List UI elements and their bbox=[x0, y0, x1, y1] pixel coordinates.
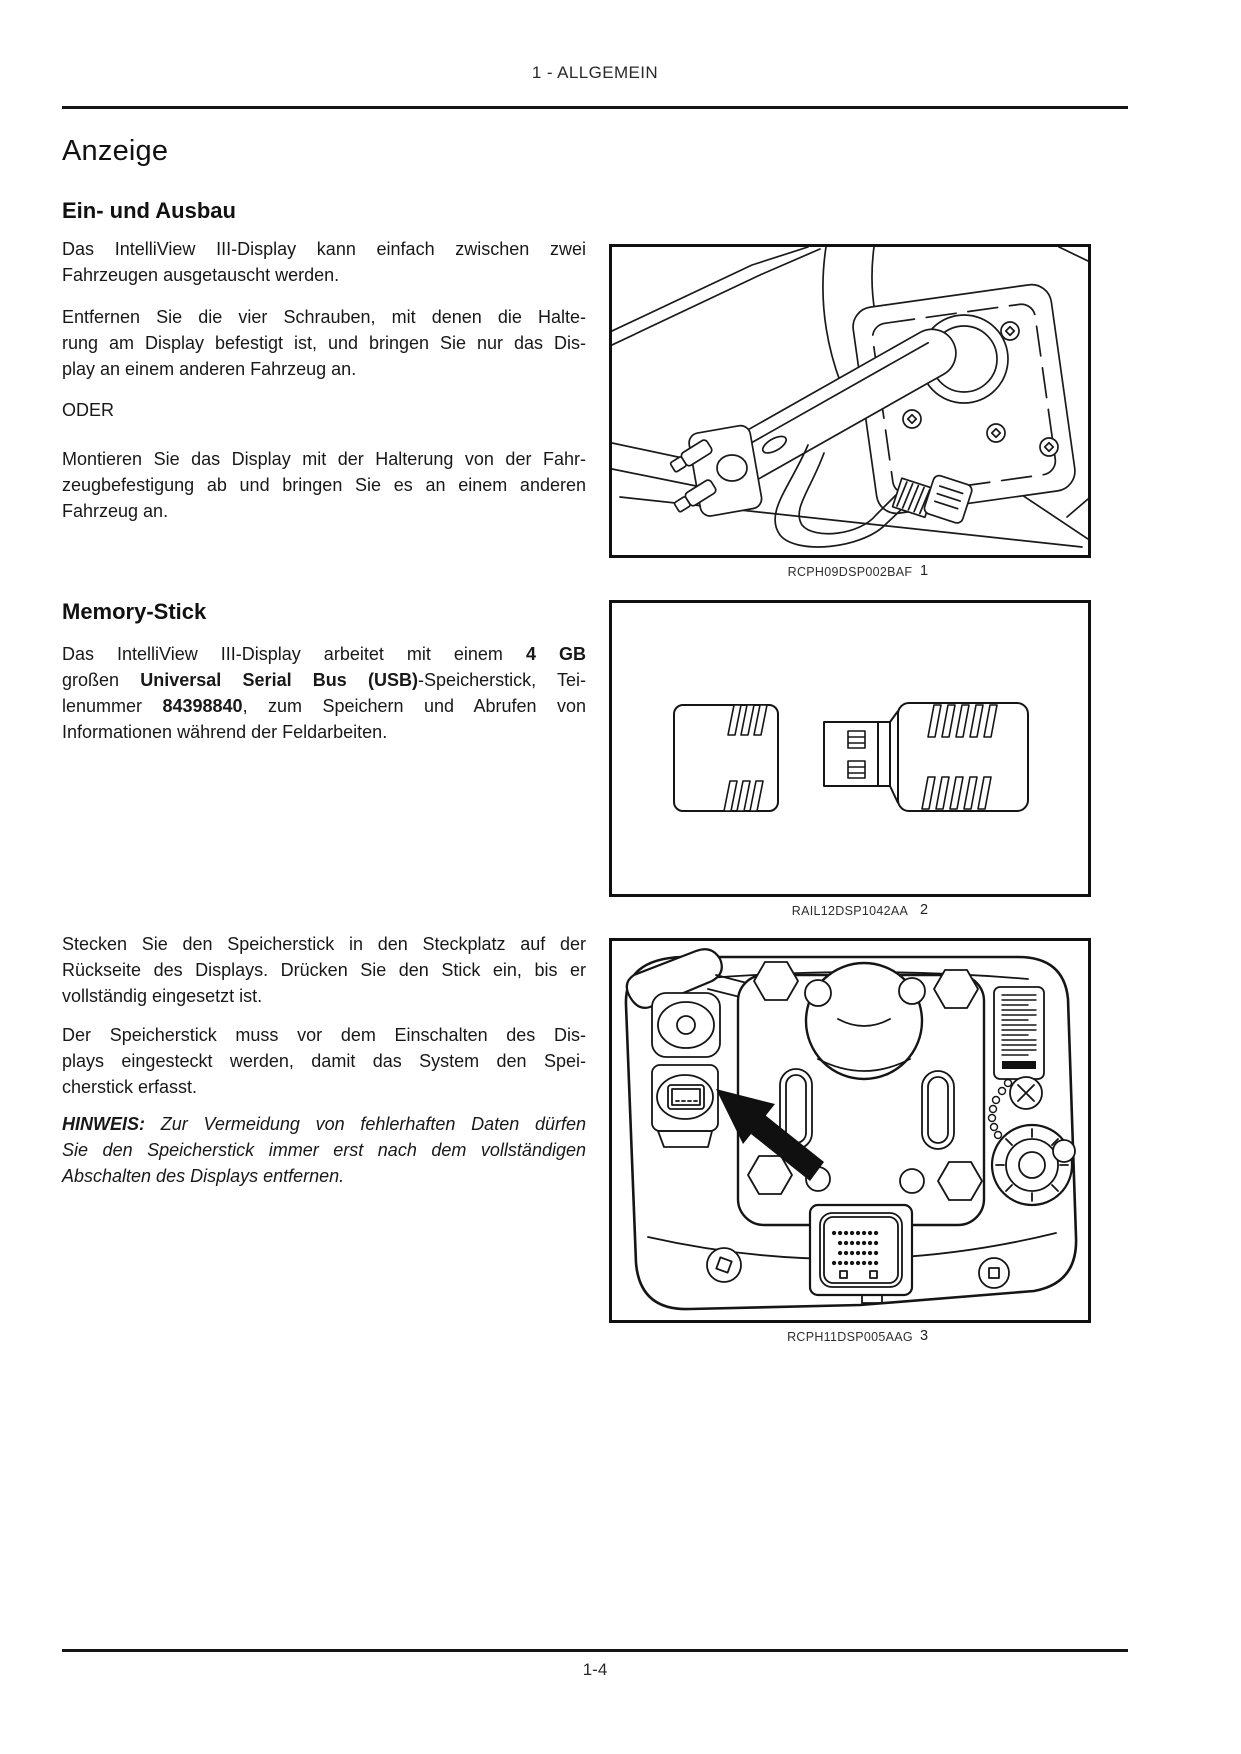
figure-2-caption: RAIL12DSP1042AA 2 bbox=[609, 902, 1091, 918]
figure-caption-code: RCPH11DSP005AAG bbox=[787, 1330, 913, 1344]
figure-3-frame bbox=[609, 938, 1091, 1323]
paragraph: Entfernen Sie die vier Schrauben, mit de… bbox=[62, 307, 586, 379]
note-paragraph: HINWEIS: Zur Vermeidung von fehlerhaften… bbox=[62, 1114, 586, 1186]
speaker-housing bbox=[651, 992, 721, 1058]
page-number: 1-4 bbox=[582, 1660, 608, 1679]
page-title: Anzeige bbox=[62, 135, 169, 167]
housing-screws bbox=[706, 1247, 1010, 1289]
main-harness-connector bbox=[808, 1203, 914, 1304]
barcode-label bbox=[993, 986, 1045, 1080]
figure-caption-code: RAIL12DSP1042AA bbox=[791, 904, 909, 918]
header-rule bbox=[62, 106, 1128, 109]
paragraph: Das IntelliView III-Display kann einfach… bbox=[62, 239, 586, 285]
page-header: 1 - ALLGEMEIN bbox=[531, 63, 659, 82]
figure-3-caption: RCPH11DSP005AAG 3 bbox=[609, 1328, 1091, 1344]
display-rear-usb-slot-illustration bbox=[624, 948, 1078, 1311]
figure-caption-number: 1 bbox=[920, 563, 929, 579]
figure-1-caption: RCPH09DSP002BAF 1 bbox=[609, 563, 1091, 579]
usb-memory-stick-illustration bbox=[673, 702, 1029, 812]
antenna-connector bbox=[990, 1123, 1076, 1207]
section-heading-memory-stick: Memory-Stick bbox=[62, 599, 207, 624]
paragraph: Montieren Sie das Display mit der Halter… bbox=[62, 449, 586, 521]
figure-caption-number: 3 bbox=[920, 1328, 929, 1344]
section-heading-ein-und-ausbau: Ein- und Ausbau bbox=[62, 198, 236, 223]
usb-slot-arrow-icon bbox=[716, 1089, 775, 1144]
figure-caption-code: RCPH09DSP002BAF bbox=[787, 565, 913, 579]
display-mount-illustration bbox=[612, 247, 1088, 548]
mount-bolts bbox=[747, 961, 983, 1201]
figure-2-frame bbox=[609, 600, 1091, 897]
usb-slot bbox=[651, 1064, 719, 1148]
mount-lever bbox=[625, 948, 723, 1009]
figure-1-frame bbox=[609, 244, 1091, 558]
figure-caption-number: 2 bbox=[920, 902, 929, 918]
plate-screws bbox=[902, 321, 1059, 457]
body-grip-ridges bbox=[921, 704, 998, 810]
paragraph: Stecken Sie den Speicherstick in den Ste… bbox=[62, 934, 586, 1006]
usb-contacts bbox=[847, 730, 866, 779]
paragraph: ODER bbox=[62, 400, 115, 420]
paragraph: Das IntelliView III-Display arbeitet mit… bbox=[62, 644, 586, 742]
footer-rule bbox=[62, 1649, 1128, 1652]
paragraph: Der Speicherstick muss vor dem Einschalt… bbox=[62, 1025, 586, 1097]
cap-grip-ridges bbox=[723, 704, 768, 812]
